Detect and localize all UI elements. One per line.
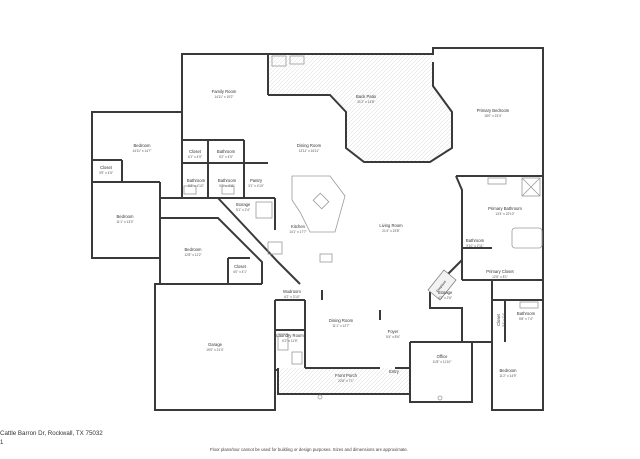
disclaimer-text: Floor plans/tour cannot be used for buil… [210, 447, 409, 452]
label-bedroom-w: Bedroom [117, 214, 135, 219]
label-bedroom-nw: Bedroom [134, 143, 152, 148]
dim-family-room: 14'11" x 19'2" [214, 95, 233, 99]
label-closet-e: Closet [496, 313, 501, 326]
dim-garage: 19'0" x 21'4" [206, 348, 223, 352]
dim-closet-nw: 3'9" x 4'5" [99, 171, 113, 175]
bathtub-icon [511, 227, 543, 249]
dim-bedroom-c: 12'8" x 11'2" [184, 253, 201, 257]
property-address: Cattle Barron Dr, Rockwall, TX 75032 [0, 430, 103, 437]
label-primary-closet: Primary Closet [486, 269, 514, 274]
dim-living-room: 21'4" x 23'8" [382, 229, 399, 233]
dim-front-porch: 22'8" x 7'1" [338, 379, 354, 383]
label-primary-bathroom: Primary Bathroom [488, 206, 522, 211]
dim-bathroom-c1: 5'2" x 4'5" [219, 155, 233, 159]
dim-back-patio: 31'2" x 14'8" [357, 100, 374, 104]
label-bathroom-c2: Bathroom [187, 178, 206, 183]
label-family-room: Family Room [212, 89, 237, 94]
label-bedroom-c: Bedroom [185, 247, 203, 252]
fireplace-label: Fireplace [435, 280, 447, 294]
label-back-patio: Back Patio [356, 94, 377, 99]
dim-storage-c: 5'1" x 2'4" [236, 208, 250, 212]
label-foyer: Foyer [388, 329, 399, 334]
label-bathroom-se: Bathroom [517, 311, 536, 316]
dim-bathroom-se: 5'8" x 7'4" [519, 317, 533, 321]
dim-closet-c: 6'1" x 4'5" [188, 155, 202, 159]
walls [91, 47, 544, 411]
label-entry: Entry [389, 369, 400, 374]
stove-icon [271, 55, 287, 67]
fireplace: Fireplace [427, 269, 457, 301]
back-patio-floor [268, 54, 452, 162]
dim-bedroom-se: 11'2" x 14'9" [499, 374, 516, 378]
dim-bedroom-nw: 14'11" x 14'7" [132, 149, 151, 153]
label-garage: Garage [208, 342, 223, 347]
label-dining-room-s: Dining Room [329, 318, 354, 323]
dim-closet-s: 4'0" x 4'1" [233, 270, 247, 274]
label-primary-bedroom: Primary Bedroom [477, 108, 510, 113]
dim-laundry-room: 6'2" x 11'5" [282, 339, 297, 343]
label-pantry: Pantry [250, 178, 263, 183]
label-bathroom-e: Bathroom [466, 238, 485, 243]
label-dining-room-n: Dining Room [297, 143, 322, 148]
dim-mudroom: 6'2" x 3'10" [284, 295, 300, 299]
label-living-room: Living Room [379, 223, 403, 228]
dim-pantry: 3'1" x 4'10" [248, 184, 264, 188]
kitchen-island [291, 175, 346, 233]
dim-foyer: 5'4" x 8'6" [386, 335, 400, 339]
page-number: 1 [0, 440, 4, 446]
dim-storage-e: 4'3" x 2'6" [438, 296, 452, 300]
dim-bathroom-e: 9'10" x 2'11" [466, 244, 483, 248]
front-porch-floor [278, 368, 410, 394]
dim-office: 11'8" x 11'10" [433, 360, 452, 364]
room-labels: Family Room 14'11" x 19'2" Back Patio 31… [99, 89, 536, 383]
shower-icon [521, 177, 541, 197]
fixtures [183, 55, 543, 401]
label-storage-e: Storage [438, 290, 453, 295]
label-laundry-room: Laundry Room [276, 333, 304, 338]
label-mudroom: Mudroom [283, 289, 301, 294]
label-kitchen: Kitchen [291, 224, 306, 229]
label-storage-c: Storage [236, 202, 251, 207]
label-office: Office [437, 354, 449, 359]
label-closet-nw: Closet [100, 165, 113, 170]
label-bathroom-c1: Bathroom [217, 149, 236, 154]
label-bedroom-se: Bedroom [500, 368, 518, 373]
dim-kitchen: 14'1" x 17'7" [289, 230, 306, 234]
dim-bedroom-w: 11'1" x 13'3" [116, 220, 133, 224]
label-bathroom-c3: Bathroom [218, 178, 237, 183]
dim-primary-closet: 12'8" x 8'1" [492, 275, 508, 279]
label-front-porch: Front Porch [335, 373, 358, 378]
dim-primary-bathroom: 13'4" x 22'10" [495, 212, 514, 216]
dim-bathroom-c2: 5'3" x 4'10" [188, 184, 204, 188]
label-closet-c: Closet [189, 149, 202, 154]
dim-primary-bedroom: 18'0" x 23'4" [484, 114, 501, 118]
label-closet-s: Closet [234, 264, 247, 269]
dim-closet-e: 3'1" x 7'4" [502, 313, 506, 327]
dim-bathroom-c3: 5'0" x 4'11" [219, 184, 234, 188]
dim-dining-room-s: 11'1" x 12'7" [332, 324, 349, 328]
dim-dining-room-n: 13'11" x 16'11" [299, 149, 320, 153]
